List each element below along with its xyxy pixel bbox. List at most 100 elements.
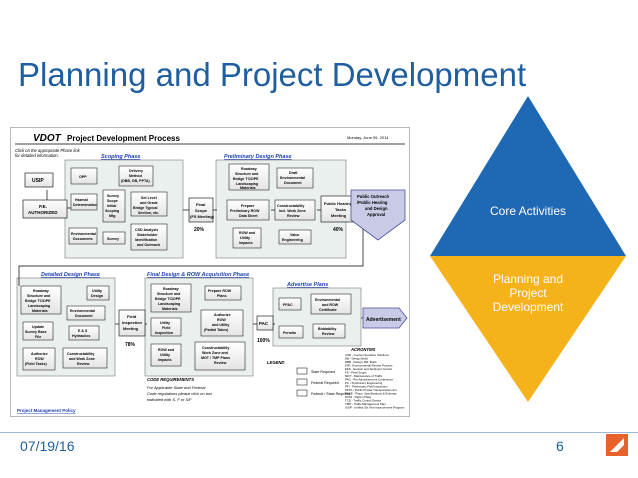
advertise-phase-link[interactable]: Advertise Plans <box>286 282 328 288</box>
env-docs-line-2: Documents <box>73 237 93 241</box>
authorize-row-util-line-1: Authorize <box>214 313 231 317</box>
brand-logo-icon <box>606 434 628 456</box>
core-activities-triangle <box>430 96 626 256</box>
acronym-item: PPTA - Public Private Transportation Act <box>345 388 397 392</box>
csd-line-1: CSD Analysis <box>135 228 158 232</box>
env-doc-detail-box[interactable] <box>66 305 106 321</box>
final-scope-text: Final Scope (FS Meeting) <box>190 202 215 219</box>
final-row-phase-link[interactable]: Final Design & ROW Acquisition Phase <box>147 272 249 278</box>
pfi-box[interactable] <box>278 297 302 311</box>
hazmat-box[interactable] <box>70 193 98 211</box>
prepare-row-plans-box[interactable] <box>204 285 242 301</box>
acronym-item: DB - Design Build <box>345 357 368 361</box>
legend-item-federal: Federal Required <box>311 381 339 385</box>
detailed-phase-link[interactable]: Detailed Design Phase <box>41 272 100 278</box>
roadway-detail-line-5: Materials <box>32 309 48 313</box>
update-survey-box[interactable] <box>22 321 54 341</box>
row-utility-box[interactable] <box>232 227 262 249</box>
utility-design-box[interactable] <box>86 285 110 301</box>
authorize-row-util-box[interactable] <box>200 309 244 337</box>
footer-rule <box>0 432 638 433</box>
acronym-item: TMP - Traffic Management Plan <box>345 402 386 406</box>
scoping-phase-link[interactable]: Scoping Phase <box>101 154 140 160</box>
e-and-s-box[interactable] <box>68 325 100 341</box>
value-eng-box[interactable] <box>278 229 312 245</box>
permits-label: Permits <box>283 331 296 335</box>
delivery-box[interactable] <box>118 165 154 187</box>
row-utility-line-3: Impacts <box>239 241 253 245</box>
acronym-list: CSD - Context Sensitive Solutions DB - D… <box>345 353 405 410</box>
row-utility-impacts-line-1: ROW and <box>158 348 174 352</box>
roadway-final-line-5: Materials <box>162 307 178 311</box>
advertisement-arrow[interactable] <box>362 307 408 329</box>
prepare-row-plans-line-2: Plans <box>217 294 227 298</box>
permits-box[interactable] <box>278 325 304 339</box>
row-utility-line-2: Utility <box>240 236 250 240</box>
roadway-final-box[interactable] <box>150 283 192 313</box>
project-management-policy-link[interactable]: Project Management Policy <box>17 408 76 413</box>
pac-box[interactable] <box>256 315 274 331</box>
env-row-cert-box[interactable] <box>310 293 352 315</box>
draft-env-line-1: Draft <box>289 171 298 175</box>
public-outreach-line-1: Public Outreach <box>357 194 390 199</box>
set-level-line-1: Set Level <box>141 196 157 200</box>
process-diagram: VDOT Project Development Process Monday,… <box>15 133 408 413</box>
survey-scope-line-5: Mtg <box>109 214 115 218</box>
value-eng-line-1: Value <box>290 233 299 237</box>
public-outreach-text: Public Outreach /Public Hearing and Desi… <box>357 194 390 217</box>
acronym-item: FS - Final Scope <box>345 371 367 375</box>
csd-box[interactable] <box>130 223 168 251</box>
roadway-detail-box[interactable] <box>20 285 62 315</box>
pfi-label: PFAC <box>283 303 293 307</box>
public-hearing-line-1: Public Hearing <box>324 201 353 206</box>
constructability-final-box[interactable] <box>194 341 246 371</box>
pe-authorized-box[interactable] <box>22 199 68 219</box>
triangle-graphic: Core Activities Planning and Project Dev… <box>428 96 628 406</box>
preliminary-boxes: Roadway Structure and Bridge TC/DPE Land… <box>226 163 316 249</box>
pe-authorized-line-1: P.E. <box>39 204 47 209</box>
roadway-final-line-4: Landscaping <box>158 302 180 306</box>
percent-40: 40% <box>333 227 344 233</box>
survey-scope-box[interactable] <box>102 189 126 223</box>
utility-design-line-1: Utility <box>92 289 102 293</box>
field-inspection-box[interactable] <box>118 309 146 337</box>
constructability-final-line-1: Constructability <box>202 346 229 350</box>
env-doc-detail-line-1: Environmental <box>70 309 95 313</box>
preliminary-phase-link[interactable]: Preliminary Design Phase <box>224 154 292 160</box>
row-utility-impacts-line-3: Impacts <box>158 358 172 362</box>
biddability-line-1: Biddability <box>318 327 336 331</box>
utility-field-line-1: Utility <box>160 321 170 325</box>
biddability-box[interactable] <box>312 323 346 339</box>
constructability-prelim-box[interactable] <box>274 199 316 221</box>
survey-box[interactable] <box>102 231 126 245</box>
roadway-prelim-line-5: Materials <box>240 186 256 190</box>
field-inspection-line-3: Meeting <box>123 326 139 331</box>
percent-100: 100% <box>257 338 270 344</box>
planning-label: Planning and Project Development <box>492 272 564 314</box>
row-utility-impacts-box[interactable] <box>150 343 182 367</box>
code-req-line-1: For Applicable State and Federal <box>147 385 205 390</box>
acronym-item: DBB - Design, Bid, Build <box>345 360 377 364</box>
roadway-prelim-line-4: Landscaping <box>236 182 258 186</box>
public-outreach-chevron[interactable] <box>350 189 406 241</box>
csd-line-2: Stakeholder <box>137 233 158 237</box>
utility-field-box[interactable] <box>150 317 182 337</box>
authorize-row-box[interactable] <box>22 347 56 371</box>
env-docs-box[interactable] <box>68 227 98 245</box>
draft-env-box[interactable] <box>276 167 314 189</box>
set-level-box[interactable] <box>130 191 168 217</box>
set-level-line-2: and Grade <box>140 201 158 205</box>
roadway-detail-line-4: Landscaping <box>28 304 50 308</box>
prepare-row-data-box[interactable] <box>226 199 270 221</box>
acronyms-heading: ACRONYMS <box>350 347 376 352</box>
usip-box[interactable] <box>24 172 54 188</box>
process-map[interactable]: VDOT Project Development Process Monday,… <box>10 127 410 417</box>
survey-scope-line-4: Scoping <box>105 209 119 213</box>
opp-box[interactable] <box>70 167 98 185</box>
roadway-prelim-box[interactable] <box>228 163 270 191</box>
final-scope-box[interactable] <box>188 197 214 223</box>
constructability-detail-box[interactable] <box>62 347 108 369</box>
legend-swatch-fedstate <box>296 389 308 397</box>
legend-swatch-state <box>296 367 308 375</box>
biddability-line-2: Review <box>322 332 335 336</box>
